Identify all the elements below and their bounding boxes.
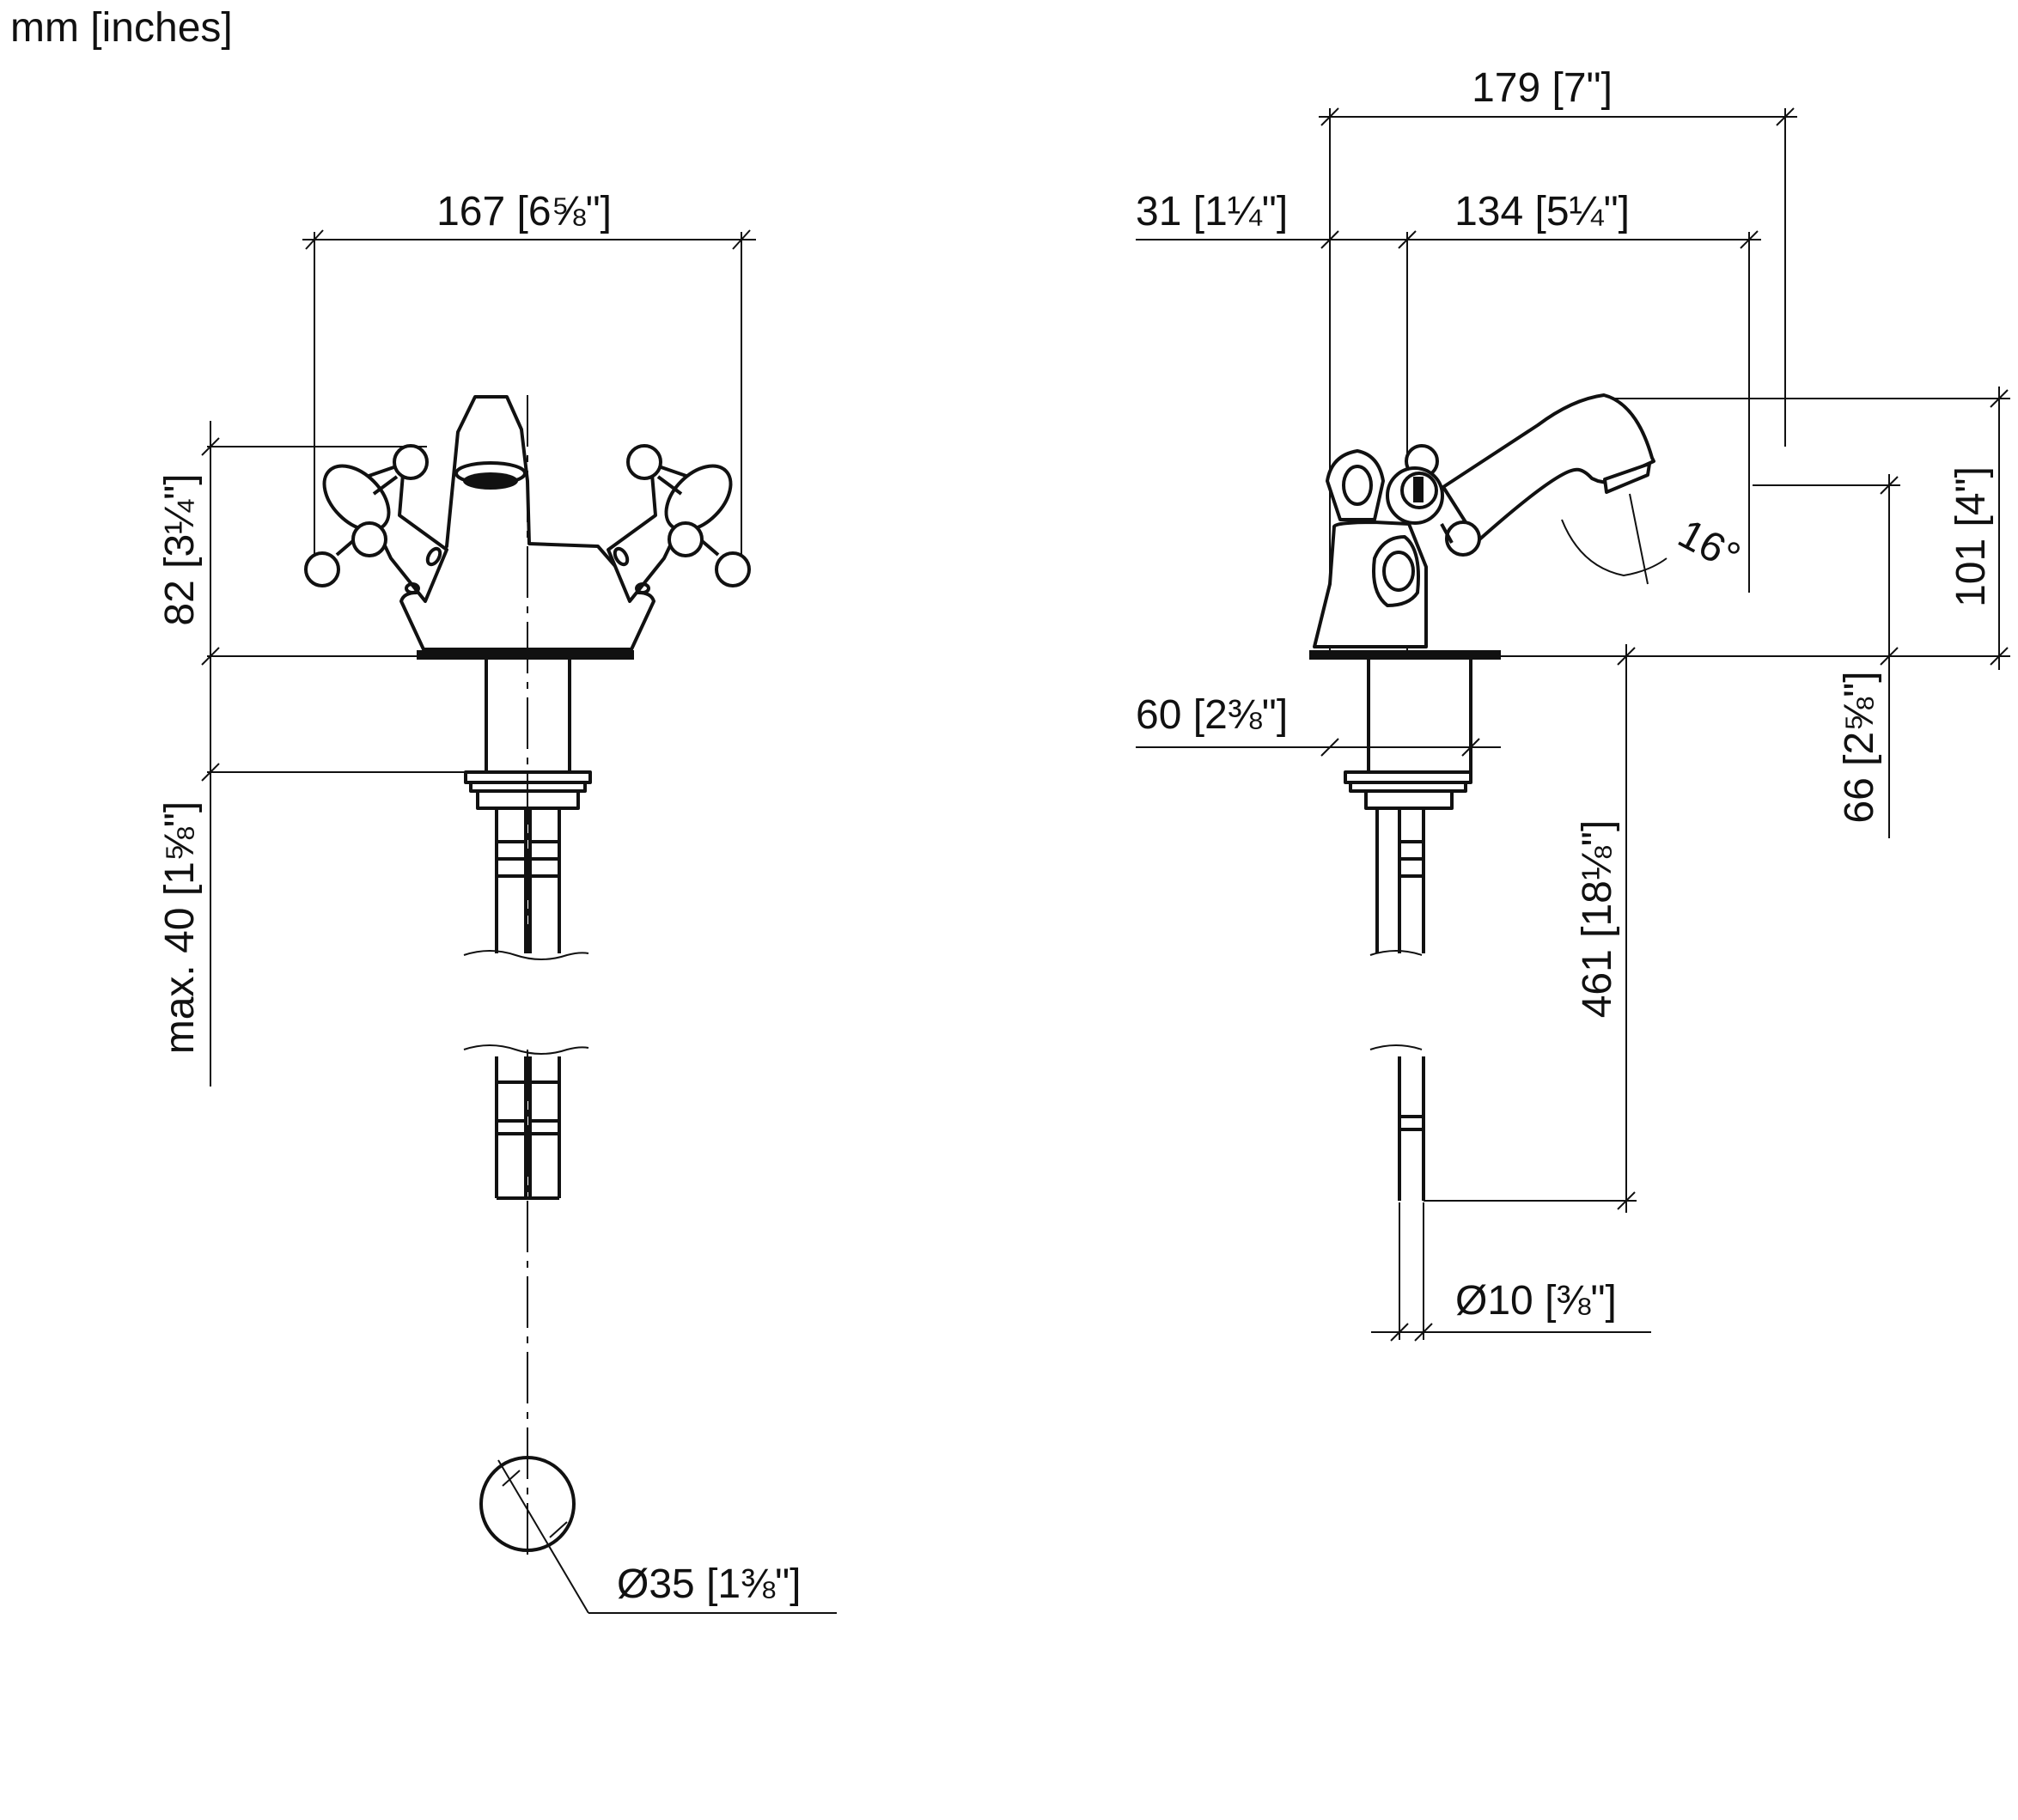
dim-height-82: 82 [3¼"] max. 40 [1⅝"] [157, 421, 486, 1087]
dimension-text: max. 40 [157, 908, 203, 1055]
svg-text:60 [2⅜"]: 60 [2⅜"] [1136, 692, 1288, 738]
dim-hose-diameter-10: Ø10 [⅜"] [1371, 1202, 1651, 1342]
units-label: mm [inches] [10, 5, 233, 51]
svg-text:Ø35 [1⅜"]: Ø35 [1⅜"] [617, 1561, 802, 1607]
svg-text:461 [18⅛"]: 461 [18⅛"] [1575, 820, 1620, 1019]
dimension-text: 167 [436, 189, 505, 234]
dimension-text: [18⅛"] [1575, 820, 1620, 938]
front-view: 167 [6⅝"] 82 [3¼"] max. 40 [1⅝"] [157, 189, 837, 1614]
side-view: 179 [7"] 31 [1¼"] 134 [5¼"] 101 [4"] 66 … [1136, 65, 2010, 1342]
dim-31-and-134: 31 [1¼"] 134 [5¼"] [1136, 189, 1761, 656]
svg-text:101 [4"]: 101 [4"] [1948, 466, 1994, 607]
dimension-text: [7"] [1552, 65, 1613, 111]
dimension-text: [2⅜"] [1193, 692, 1288, 738]
dimension-text: [6⅝"] [517, 189, 612, 234]
dimension-text: [⅜"] [1545, 1278, 1617, 1324]
dim-base-60: 60 [2⅜"] [1136, 692, 1501, 757]
dimension-text: 66 [1837, 777, 1882, 823]
faucet-side-drawing [1309, 393, 1655, 1201]
dimension-text: 179 [1472, 65, 1540, 111]
dimension-text: Ø35 [617, 1561, 695, 1607]
svg-text:179 [7"]: 179 [7"] [1472, 65, 1613, 111]
dimension-text: [3¼"] [157, 473, 203, 568]
dimension-text: [5¼"] [1535, 189, 1630, 234]
dimension-text: 31 [1136, 189, 1181, 234]
dimension-text: [1¼"] [1193, 189, 1288, 234]
dim-max-40: max. 40 [1⅝"] [157, 801, 203, 1055]
svg-text:31 [1¼"]: 31 [1¼"] [1136, 189, 1288, 234]
dimension-text: [4"] [1948, 466, 1994, 527]
dim-width-167: 167 [6⅝"] [302, 189, 756, 567]
dim-height-101: 101 [4"] [1501, 387, 2010, 670]
dimension-text: 82 [157, 580, 203, 625]
dimension-text: 134 [1454, 189, 1523, 234]
dimension-text: 101 [1948, 539, 1994, 607]
dim-hole-diameter-35: Ø35 [1⅜"] [479, 1456, 837, 1614]
dimension-text: [1⅜"] [706, 1561, 801, 1607]
svg-text:82 [3¼"]: 82 [3¼"] [157, 473, 203, 625]
dimension-text: 16° [1671, 511, 1747, 581]
faucet-front-drawing [304, 395, 751, 1563]
dim-hose-461: 461 [18⅛"] [1424, 644, 1637, 1213]
dim-outlet-66: 66 [2⅝"] [1753, 474, 1900, 838]
dimension-text: [1⅝"] [157, 801, 203, 896]
dimension-text: 461 [1575, 949, 1620, 1018]
spout-angle-16: 16° [1561, 493, 1747, 585]
svg-text:66 [2⅝"]: 66 [2⅝"] [1837, 671, 1882, 823]
dimension-text: 60 [1136, 692, 1181, 738]
dim-overall-179: 179 [7"] [1319, 65, 1797, 656]
dimension-text: Ø10 [1455, 1278, 1533, 1324]
svg-text:Ø10 [⅜"]: Ø10 [⅜"] [1455, 1278, 1617, 1324]
svg-text:134 [5¼"]: 134 [5¼"] [1454, 189, 1630, 234]
svg-text:167 [6⅝"]: 167 [6⅝"] [436, 189, 612, 234]
dimension-text: [2⅝"] [1837, 671, 1882, 765]
